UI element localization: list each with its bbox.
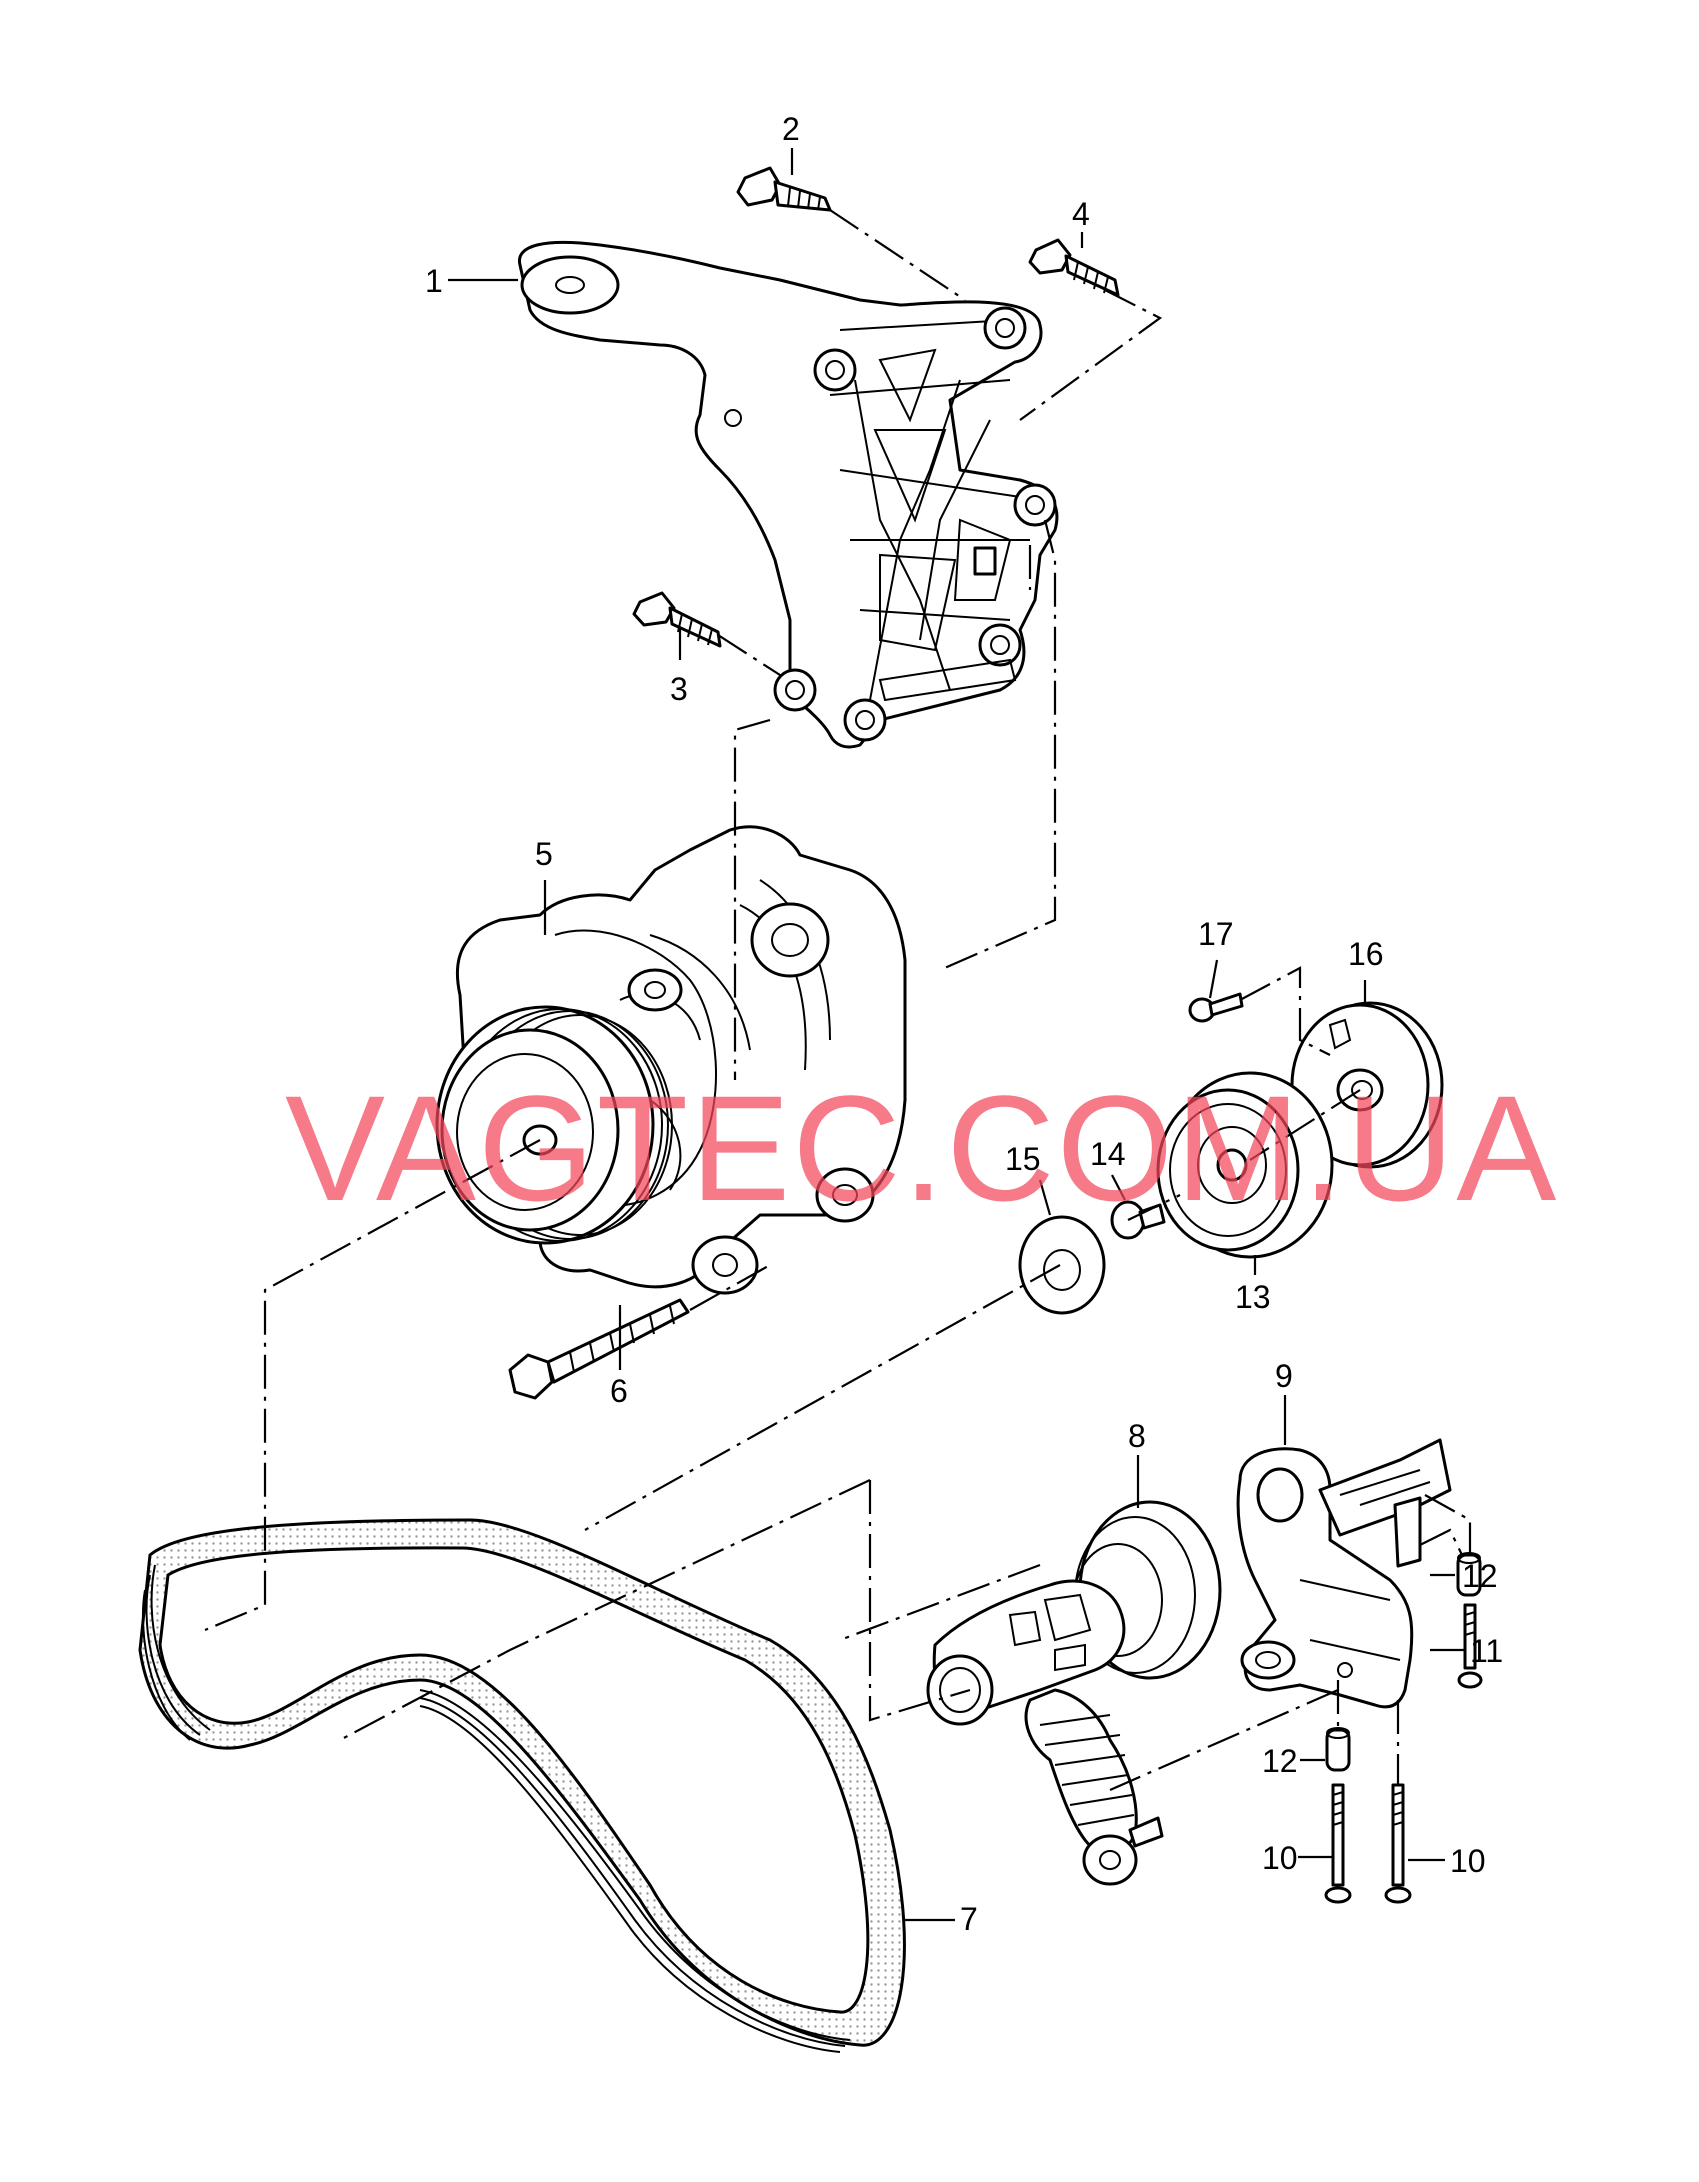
callout-13: 13 [1235, 1279, 1271, 1315]
bolt-3 [632, 591, 722, 648]
screw-10-left [1324, 1783, 1352, 1904]
watermark-text: VAGTEC.COM.UA [285, 1064, 1558, 1232]
callout-14: 14 [1090, 1136, 1126, 1172]
callout-2: 2 [782, 111, 800, 147]
callout-labels: 1 2 4 3 5 6 7 8 9 12 11 12 10 10 13 14 1… [425, 111, 1503, 1937]
callout-4: 4 [1072, 196, 1090, 232]
bolt-6 [508, 1298, 690, 1400]
callout-7: 7 [960, 1901, 978, 1937]
sleeve-12-lower [1325, 1727, 1351, 1772]
pulley-cover [1290, 1001, 1444, 1169]
idler-pulley [1156, 1071, 1334, 1259]
callout-1: 1 [425, 263, 443, 299]
callout-11: 11 [1470, 1633, 1503, 1669]
callout-3: 3 [670, 671, 688, 707]
callout-6: 6 [610, 1373, 628, 1409]
screw-10-right [1384, 1783, 1412, 1904]
callout-10-right: 10 [1450, 1843, 1486, 1879]
callout-12-lower: 12 [1262, 1743, 1298, 1779]
alternator [435, 825, 907, 1295]
callout-12-upper: 12 [1462, 1558, 1498, 1594]
washer-15 [1018, 1215, 1106, 1315]
assembly-lines [204, 209, 1472, 1792]
callout-17: 17 [1198, 916, 1234, 952]
bolt-4 [1028, 238, 1120, 297]
callout-9: 9 [1275, 1358, 1293, 1394]
screw-11 [1457, 1603, 1483, 1689]
callout-15: 15 [1005, 1141, 1041, 1177]
callout-5: 5 [535, 836, 553, 872]
tensioner-bracket [1236, 1438, 1452, 1709]
bolt-2 [736, 166, 832, 212]
ribbed-belt [138, 1518, 906, 2053]
callout-8: 8 [1128, 1418, 1146, 1454]
callout-16: 16 [1348, 936, 1384, 972]
belt-tensioner [926, 1500, 1222, 1886]
mounting-bracket [518, 240, 1059, 749]
leader-lines [448, 148, 1465, 1922]
callout-10-left: 10 [1262, 1840, 1298, 1876]
screw-17 [1188, 992, 1244, 1023]
